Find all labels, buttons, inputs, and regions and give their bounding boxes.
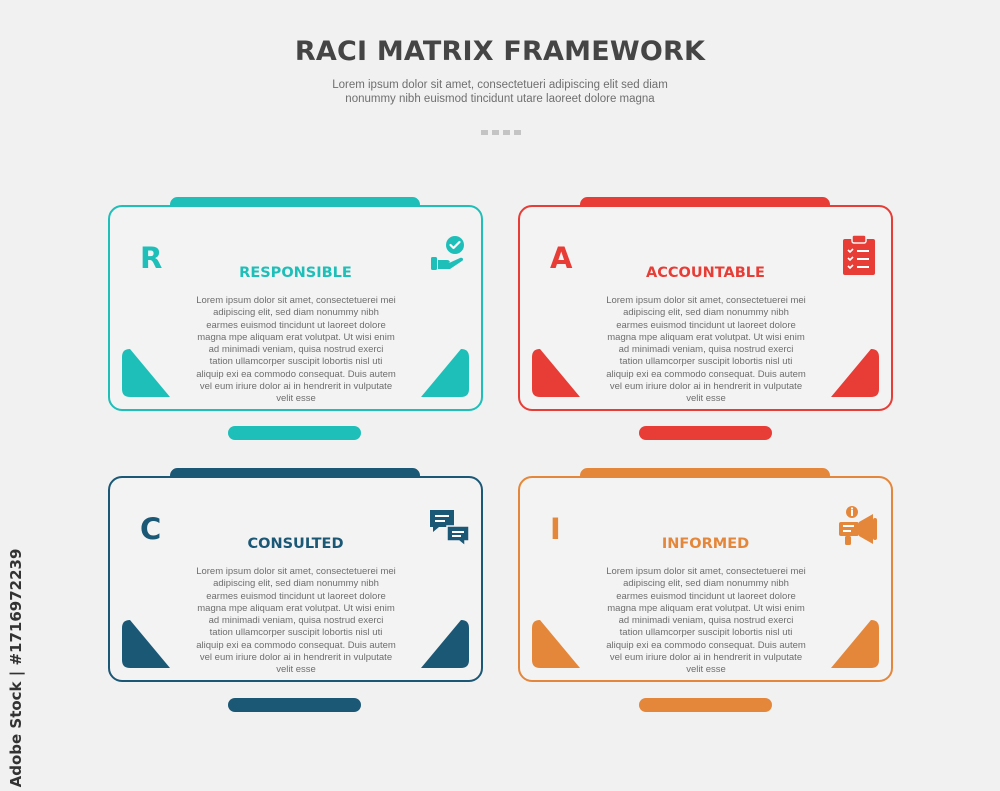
corner-decoration-right: [831, 620, 879, 668]
card-accountable: A ACCOUNTABLE Lorem ipsum dolor sit amet…: [518, 205, 893, 411]
stock-watermark: Adobe Stock | #1716972239: [6, 548, 26, 788]
card-informed-base-bar: [639, 698, 772, 712]
hand-check-icon: [427, 233, 471, 277]
card-heading: INFORMED: [661, 536, 750, 552]
corner-decoration-right: [831, 349, 879, 397]
card-body-text: Lorem ipsum dolor sit amet, consectetuer…: [196, 295, 396, 405]
page-title: RACI MATRIX FRAMEWORK: [294, 36, 706, 67]
card-informed: I INFORMED Lorem ipsum dolor sit amet, c…: [518, 476, 893, 682]
card-body-text: Lorem ipsum dolor sit amet, consectetuer…: [606, 566, 806, 676]
card-responsible: R RESPONSIBLE Lorem ipsum dolor sit amet…: [108, 205, 483, 411]
separator-dots: [481, 130, 521, 135]
card-body-text: Lorem ipsum dolor sit amet, consectetuer…: [196, 566, 396, 676]
card-consulted: C CONSULTED Lorem ipsum dolor sit amet, …: [108, 476, 483, 682]
corner-decoration-left: [532, 349, 580, 397]
corner-decoration-left: [532, 620, 580, 668]
page-subtitle: Lorem ipsum dolor sit amet, consectetuer…: [332, 79, 668, 105]
clipboard-checklist-icon: [837, 233, 881, 277]
megaphone-info-icon: [837, 504, 881, 548]
card-heading: RESPONSIBLE: [239, 265, 352, 281]
card-accountable-base-bar: [639, 426, 772, 440]
card-consulted-base-bar: [228, 698, 361, 712]
corner-decoration-right: [421, 620, 469, 668]
watermark-text: Adobe Stock | #1716972239: [7, 548, 25, 788]
card-letter: R: [140, 241, 163, 275]
card-letter: I: [550, 512, 561, 546]
card-heading: ACCOUNTABLE: [646, 265, 765, 281]
card-letter: C: [140, 512, 162, 546]
corner-decoration-left: [122, 620, 170, 668]
card-responsible-base-bar: [228, 426, 361, 440]
card-letter: A: [550, 241, 573, 275]
card-body-text: Lorem ipsum dolor sit amet, consectetuer…: [606, 295, 806, 405]
chat-bubbles-icon: [427, 504, 471, 548]
corner-decoration-right: [421, 349, 469, 397]
card-heading: CONSULTED: [247, 536, 344, 552]
corner-decoration-left: [122, 349, 170, 397]
